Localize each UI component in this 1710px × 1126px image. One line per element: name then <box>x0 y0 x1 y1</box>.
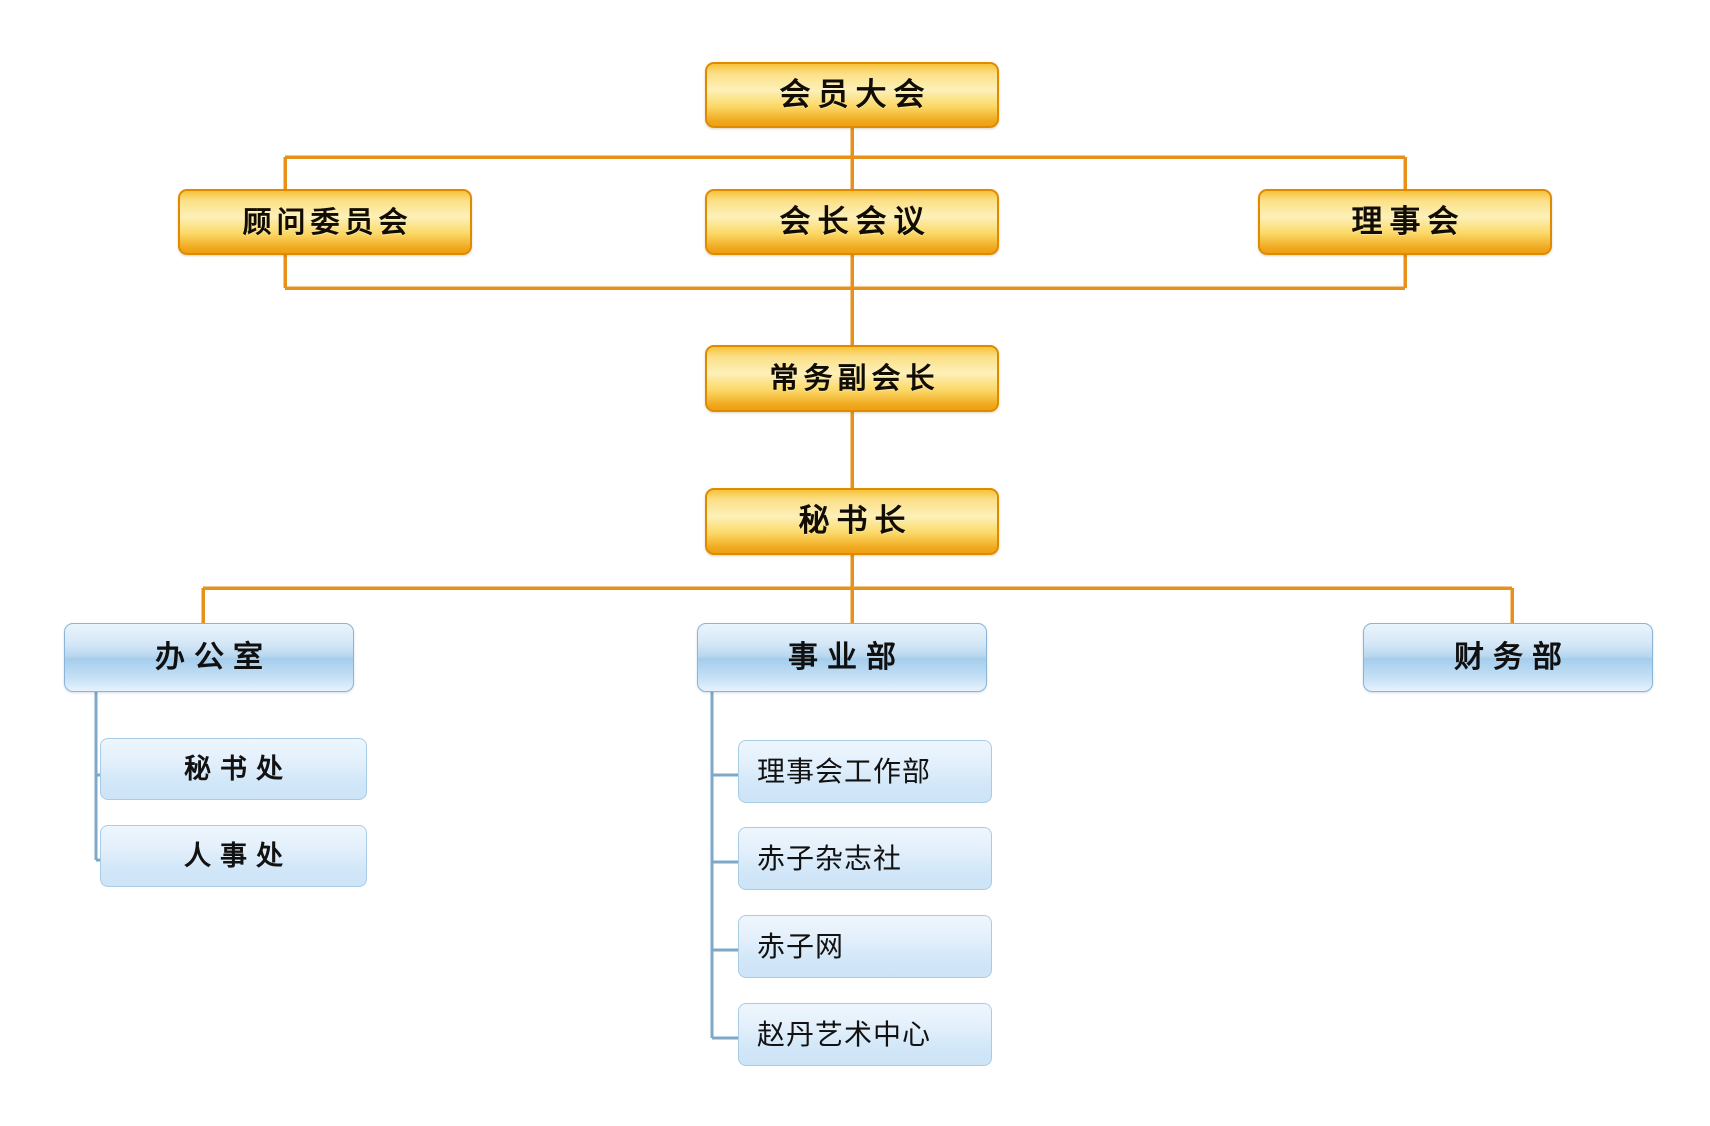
node-finance-department-label: 财务部 <box>1454 639 1571 675</box>
node-president-meeting-label: 会长会议 <box>779 203 932 240</box>
node-chizi-magazine-label: 赤子杂志社 <box>757 841 903 875</box>
node-secretary-general[interactable]: 秘书长 <box>705 488 999 555</box>
node-board-of-directors[interactable]: 理事会 <box>1258 189 1552 255</box>
node-office[interactable]: 办公室 <box>64 623 354 692</box>
node-assembly[interactable]: 会员大会 <box>705 62 999 128</box>
node-personnel-office[interactable]: 人事处 <box>100 825 367 887</box>
node-chizi-website[interactable]: 赤子网 <box>738 915 992 978</box>
node-executive-vice-president[interactable]: 常务副会长 <box>705 345 999 412</box>
node-office-label: 办公室 <box>155 639 272 675</box>
node-finance-department[interactable]: 财务部 <box>1363 623 1653 692</box>
node-secretariat-label: 秘书处 <box>184 753 292 785</box>
node-chizi-website-label: 赤子网 <box>757 929 845 963</box>
node-executive-vice-president-label: 常务副会长 <box>769 361 940 395</box>
node-personnel-office-label: 人事处 <box>184 840 292 872</box>
node-business-department-label: 事业部 <box>788 639 905 675</box>
node-secretariat[interactable]: 秘书处 <box>100 738 367 800</box>
node-board-work-department[interactable]: 理事会工作部 <box>738 740 992 803</box>
node-advisory-committee-label: 顾问委员会 <box>242 204 413 239</box>
node-zhaodan-art-center[interactable]: 赵丹艺术中心 <box>738 1003 992 1066</box>
node-president-meeting[interactable]: 会长会议 <box>705 189 999 255</box>
node-board-work-department-label: 理事会工作部 <box>757 754 932 788</box>
node-advisory-committee[interactable]: 顾问委员会 <box>178 189 472 255</box>
node-chizi-magazine[interactable]: 赤子杂志社 <box>738 827 992 890</box>
node-board-of-directors-label: 理事会 <box>1351 203 1466 240</box>
node-secretary-general-label: 秘书长 <box>798 503 913 539</box>
node-business-department[interactable]: 事业部 <box>697 623 987 692</box>
node-zhaodan-art-center-label: 赵丹艺术中心 <box>757 1017 932 1051</box>
node-assembly-label: 会员大会 <box>779 76 932 113</box>
